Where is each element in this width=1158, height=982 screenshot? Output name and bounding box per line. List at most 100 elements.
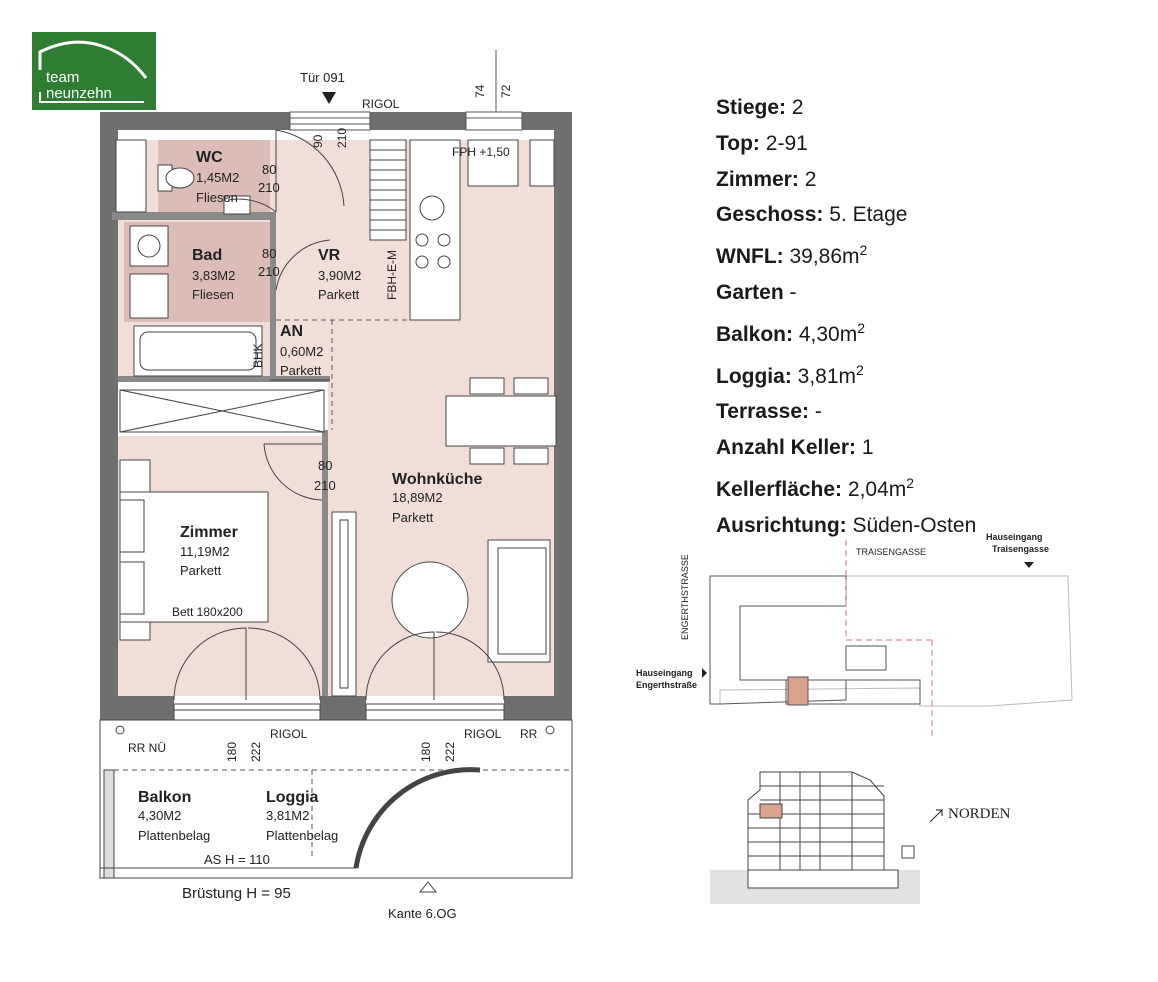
north-arrow-icon	[929, 809, 943, 823]
info-key: Kellerfläche:	[716, 477, 843, 501]
zimmer-floor: Parkett	[180, 563, 222, 578]
north-label: NORDEN	[948, 806, 1011, 822]
info-unit-sup: 2	[859, 242, 868, 259]
info-value: -	[814, 400, 822, 424]
info-key: Zimmer:	[716, 167, 799, 191]
win2-180-label: 180	[419, 742, 433, 762]
loggia-name: Loggia	[266, 789, 319, 806]
zimmer-name: Zimmer	[180, 524, 238, 541]
info-key: Ausrichtung:	[716, 513, 847, 537]
hauseingang-t1: Hauseingang	[986, 532, 1043, 542]
an-floor: Parkett	[280, 363, 322, 378]
bad-name: Bad	[192, 247, 222, 264]
info-key: Terrasse:	[716, 400, 810, 424]
logo-roof-icon	[38, 40, 148, 103]
hauseingang-e1: Hauseingang	[636, 668, 693, 678]
wc-door-w: 80	[262, 162, 276, 177]
door-210-label: 210	[335, 128, 349, 148]
balcony-outline	[99, 719, 573, 893]
rr-nue-label: RR NÜ	[128, 741, 166, 755]
wc-fixtures	[115, 139, 251, 215]
rr-label: RR	[520, 727, 538, 741]
balcony-doors	[173, 627, 505, 721]
top-window	[289, 50, 523, 131]
info-row: Garten -	[716, 275, 976, 311]
wohnkueche-floor: Parkett	[392, 510, 434, 525]
info-value: 5. Etage	[829, 203, 908, 227]
door-label: Tür 091	[300, 70, 345, 85]
zimmer-area: 11,19M2	[180, 544, 230, 559]
dining-table	[445, 377, 557, 465]
vr-floor: Parkett	[318, 287, 360, 302]
info-row: WNFL: 39,86m2	[716, 233, 976, 275]
bad-fixtures	[129, 225, 263, 377]
info-value: 2	[791, 96, 804, 119]
wc-door-h: 210	[258, 180, 280, 195]
entrance-marker-icon	[322, 92, 336, 104]
vr-name: VR	[318, 247, 341, 264]
an-name: AN	[280, 323, 303, 340]
info-row: Kellerfläche: 2,04m2	[716, 466, 976, 508]
wc-name: WC	[196, 149, 223, 166]
bad-door-w: 80	[262, 246, 276, 261]
wc-floor: Fliesen	[196, 190, 238, 205]
rigol-1-label: RIGOL	[270, 727, 308, 741]
kante-label: Kante 6.OG	[388, 906, 457, 921]
info-row: Anzahl Keller: 1	[716, 430, 976, 466]
info-key: Garten	[716, 280, 784, 304]
info-value: 2,04m	[847, 477, 907, 501]
balkon-floor: Plattenbelag	[138, 828, 210, 843]
info-unit-sup: 2	[906, 474, 915, 491]
wohnkueche-area: 18,89M2	[392, 490, 443, 505]
bad-door-h: 210	[258, 264, 280, 279]
balkon-area: 4,30M2	[138, 808, 181, 823]
info-value: 3,81m	[797, 364, 857, 388]
info-value: 1	[861, 436, 874, 460]
rigol-top-label: RIGOL	[362, 97, 400, 111]
living-furniture	[331, 511, 551, 697]
balkon-name: Balkon	[138, 789, 191, 806]
hauseingang-t2: Traisengasse	[992, 544, 1049, 554]
info-key: Stiege:	[716, 96, 787, 119]
loggia-area: 3,81M2	[266, 808, 309, 823]
win2-222-label: 222	[443, 742, 457, 762]
plan-labels: Tür 091 RIGOL 74 72 FPH +1,50 90 210 FBH…	[128, 70, 538, 921]
vr-area: 3,90M2	[318, 268, 361, 283]
info-value: 2-91	[765, 131, 808, 155]
info-row: Stiege: 2	[716, 90, 976, 126]
hauseingang-e2: Engerthstraße	[636, 680, 697, 690]
as-h-label: AS H = 110	[204, 852, 270, 867]
bad-floor: Fliesen	[192, 287, 234, 302]
info-row: Top: 2-91	[716, 126, 976, 162]
info-row: Ausrichtung: Süden-Osten	[716, 508, 976, 544]
info-value: 4,30m	[798, 322, 858, 346]
wc-area: 1,45M2	[196, 170, 239, 185]
bed	[119, 459, 269, 641]
info-unit-sup: 2	[857, 319, 866, 336]
logo-line1: team	[46, 69, 80, 86]
bruestung-label: Brüstung H = 95	[182, 885, 291, 902]
win1-180-label: 180	[225, 742, 239, 762]
building-section	[710, 771, 920, 904]
bhk-label: BHK	[251, 343, 265, 368]
logo-line2: neunzehn	[46, 85, 112, 102]
info-value: 39,86m	[789, 245, 860, 269]
dashed-boundaries	[114, 319, 572, 860]
info-row: Loggia: 3,81m2	[716, 353, 976, 395]
team-neunzehn-logo: team neunzehn	[32, 32, 156, 110]
engerthstrasse-label: ENGERTHSTRASSE	[680, 554, 690, 640]
zimmer-door-w: 80	[318, 458, 332, 473]
site-labels: TRAISENGASSE Hauseingang Traisengasse EN…	[636, 532, 1049, 690]
fph-label: FPH +1,50	[452, 145, 510, 159]
info-unit-sup: 2	[856, 361, 864, 378]
info-value: Süden-Osten	[852, 513, 977, 537]
north-indicator: NORDEN	[929, 806, 1011, 823]
info-key: WNFL:	[716, 245, 784, 269]
win1-222-label: 222	[249, 742, 263, 762]
kitchen-counter	[369, 139, 555, 321]
zimmer-door-h: 210	[314, 478, 336, 493]
door-90-label: 90	[311, 134, 325, 148]
info-row: Terrasse: -	[716, 394, 976, 430]
